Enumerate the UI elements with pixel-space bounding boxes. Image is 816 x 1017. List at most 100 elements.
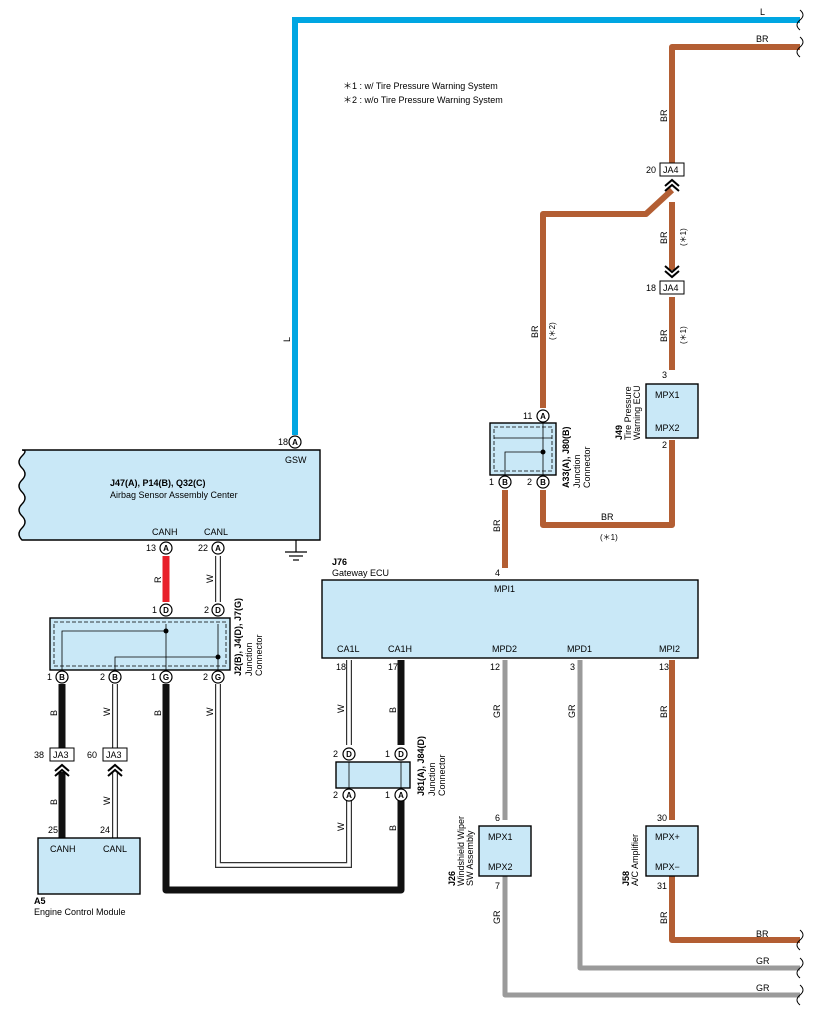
jc-mid-name2: Connector <box>437 754 447 796</box>
svg-text:B: B <box>540 478 546 487</box>
pin-jl-g1: G <box>159 670 173 684</box>
svg-text:W: W <box>336 822 346 831</box>
junction-connector-mid: J81(A), J84(D) Junction Connector <box>335 736 447 796</box>
svg-text:W: W <box>205 574 215 583</box>
tpms-name2: Warning ECU <box>632 385 642 440</box>
pin-num: 2 <box>204 605 209 615</box>
svg-text:B: B <box>388 707 398 713</box>
svg-text:BR: BR <box>756 34 769 44</box>
pin-num: 18 <box>278 437 288 447</box>
ac-p2: MPX− <box>655 862 680 872</box>
pin-num: 1 <box>151 672 156 682</box>
svg-text:W: W <box>102 707 112 716</box>
wiper-switch-component: MPX1 MPX2 J26 Windshield Wiper SW Assemb… <box>447 816 532 886</box>
svg-text:D: D <box>346 750 352 759</box>
svg-text:38: 38 <box>34 750 44 760</box>
gateway-name: Gateway ECU <box>332 568 389 578</box>
pin-num: 2 <box>203 672 208 682</box>
note-2: ＊2 : w/o Tire Pressure Warning System <box>343 95 503 105</box>
pin-jt-b1: B <box>498 475 512 489</box>
pin-airbag-canl: A <box>211 541 225 555</box>
pin-airbag-canh: A <box>159 541 173 555</box>
pin-jm-a2: A <box>342 788 356 802</box>
svg-text:W: W <box>102 796 112 805</box>
jc-left-name2: Connector <box>254 634 264 676</box>
svg-text:B: B <box>49 710 59 716</box>
pin-num: 2 <box>527 477 532 487</box>
svg-text:A: A <box>346 791 352 800</box>
svg-text:4: 4 <box>495 568 500 578</box>
svg-text:L: L <box>282 337 292 342</box>
svg-text:(＊1): (＊1) <box>600 533 618 542</box>
wire-break-marks <box>796 9 804 1006</box>
svg-text:A: A <box>215 544 221 553</box>
tpms-p2: MPX2 <box>655 423 680 433</box>
airbag-canl-label: CANL <box>204 527 228 537</box>
wiper-p1: MPX1 <box>488 832 513 842</box>
junction-connector-left: J2(B), J4(D), J7(G) Junction Connector <box>49 598 264 676</box>
jc-top-name2: Connector <box>582 446 592 488</box>
svg-text:3: 3 <box>662 370 667 380</box>
airbag-canh-label: CANH <box>152 527 178 537</box>
svg-text:17: 17 <box>388 662 398 672</box>
airbag-sensor-component: J47(A), P14(B), Q32(C) Airbag Sensor Ass… <box>18 449 321 541</box>
pin-num: 11 <box>523 411 532 421</box>
pin-numbers: 4 18 17 12 3 13 3 2 6 7 30 31 25 24 <box>48 370 669 891</box>
junction-tag-ja4-top: JA4 20 <box>646 162 685 192</box>
jc-left-name1: Junction <box>244 642 254 676</box>
svg-text:18: 18 <box>646 283 656 293</box>
svg-text:(＊1): (＊1) <box>679 228 688 246</box>
pin-jl-top2: D <box>211 603 225 617</box>
pin-jl-b1: B <box>55 670 69 684</box>
ecm-name: Engine Control Module <box>34 907 126 917</box>
svg-text:W: W <box>205 707 215 716</box>
pin-jt-a: A <box>536 409 550 423</box>
svg-text:A: A <box>163 544 169 553</box>
engine-control-module-component: CANH CANL A5 Engine Control Module <box>34 837 141 917</box>
tpms-code: J49 <box>614 425 624 440</box>
ac-name1: A/C Amplifier <box>630 834 640 886</box>
svg-text:12: 12 <box>490 662 500 672</box>
svg-text:31: 31 <box>657 881 667 891</box>
tpms-ecu-component: MPX1 MPX2 J49 Tire Pressure Warning ECU <box>614 383 699 440</box>
svg-text:25: 25 <box>48 825 58 835</box>
airbag-code: J47(A), P14(B), Q32(C) <box>110 478 206 488</box>
tpms-p1: MPX1 <box>655 390 680 400</box>
svg-text:D: D <box>215 606 221 615</box>
svg-text:JA4: JA4 <box>663 283 679 293</box>
gateway-ca1h: CA1H <box>388 644 412 654</box>
pin-num: 13 <box>146 543 156 553</box>
svg-text:JA3: JA3 <box>106 750 122 760</box>
svg-text:18: 18 <box>336 662 346 672</box>
airbag-name: Airbag Sensor Assembly Center <box>110 490 238 500</box>
svg-text:2: 2 <box>662 440 667 450</box>
ecm-canl: CANL <box>103 844 127 854</box>
wiper-code: J26 <box>447 871 457 886</box>
note-1: ＊1 : w/ Tire Pressure Warning System <box>343 81 498 91</box>
wires-black <box>58 660 405 894</box>
svg-text:JA4: JA4 <box>663 165 679 175</box>
svg-text:JA3: JA3 <box>53 750 69 760</box>
junction-tag-ja3-left: JA3 38 <box>34 747 75 777</box>
gateway-ecu-component: J76 Gateway ECU MPI1 CA1L CA1H MPD2 MPD1… <box>321 557 699 659</box>
gateway-ca1l: CA1L <box>337 644 360 654</box>
junction-tag-ja3-right: JA3 60 <box>87 747 128 777</box>
svg-text:20: 20 <box>646 165 656 175</box>
pin-num: 1 <box>152 605 157 615</box>
svg-text:B: B <box>388 825 398 831</box>
jc-mid-code: J81(A), J84(D) <box>416 736 426 796</box>
pin-airbag-gsw: A <box>288 435 302 449</box>
pin-num: 2 <box>100 672 105 682</box>
svg-text:BR: BR <box>530 325 540 338</box>
ac-amplifier-component: MPX+ MPX− J58 A/C Amplifier <box>621 825 699 886</box>
svg-text:G: G <box>215 673 221 682</box>
gateway-mpi1: MPI1 <box>494 584 515 594</box>
svg-text:GR: GR <box>567 704 577 718</box>
svg-text:30: 30 <box>657 813 667 823</box>
pin-jt-b2: B <box>536 475 550 489</box>
pin-jl-g2: G <box>211 670 225 684</box>
pin-num: 2 <box>333 790 338 800</box>
pin-jm-d2: D <box>342 747 356 761</box>
svg-text:BR: BR <box>756 929 769 939</box>
